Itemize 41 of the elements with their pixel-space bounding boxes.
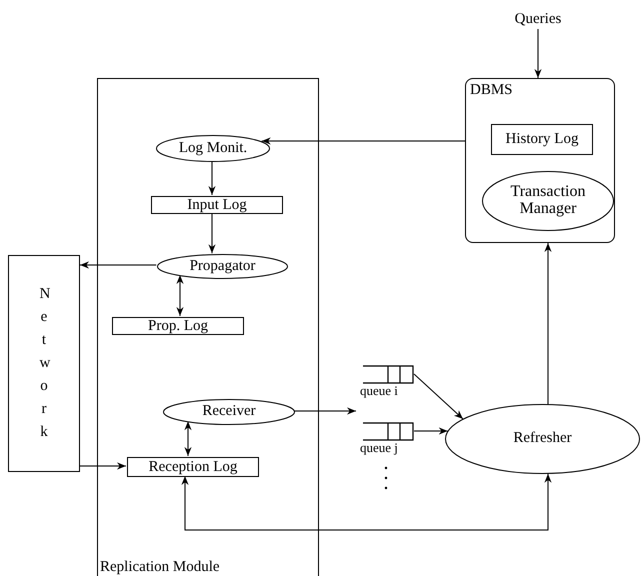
log-box <box>491 124 593 155</box>
arrow <box>80 462 126 470</box>
node-label: Replication Module <box>100 558 220 575</box>
process-ellipse <box>445 404 640 474</box>
log-box <box>127 457 259 477</box>
node-label: queue j <box>360 440 399 455</box>
node-label: Receiver <box>201 404 257 420</box>
node-label: Network <box>40 285 48 442</box>
process-ellipse <box>163 399 295 425</box>
process-ellipse <box>482 171 614 231</box>
arrow <box>261 137 466 145</box>
node-label: Propagator <box>188 258 256 274</box>
network-box <box>8 255 80 472</box>
node-label: DBMS <box>470 82 513 98</box>
arrow <box>208 212 216 254</box>
arrow <box>294 407 356 415</box>
node-label: Refresher <box>512 431 573 447</box>
log-box <box>112 317 244 335</box>
log-box <box>151 196 283 214</box>
dbms-box <box>465 78 615 243</box>
node-label: Queries <box>514 10 562 28</box>
arrow <box>414 374 464 420</box>
arrow <box>80 261 157 269</box>
node-label: History Log <box>506 131 578 148</box>
arrow <box>208 160 216 196</box>
node-label: Transaction Manager <box>510 184 586 218</box>
module-frame <box>97 78 319 576</box>
process-ellipse <box>156 135 270 162</box>
node-label: Log Monit. <box>178 140 248 156</box>
arrow <box>181 473 552 530</box>
arrow <box>534 28 542 78</box>
arrow <box>414 427 448 435</box>
arrow <box>184 420 192 456</box>
arrow <box>544 242 552 405</box>
node-label: Input Log <box>187 196 247 214</box>
queue <box>358 364 414 398</box>
process-ellipse <box>157 254 288 279</box>
arrow <box>176 274 184 316</box>
node-label: Reception Log <box>148 458 238 476</box>
node-label: queue i <box>360 384 399 398</box>
node-label: Prop. Log <box>148 318 208 334</box>
